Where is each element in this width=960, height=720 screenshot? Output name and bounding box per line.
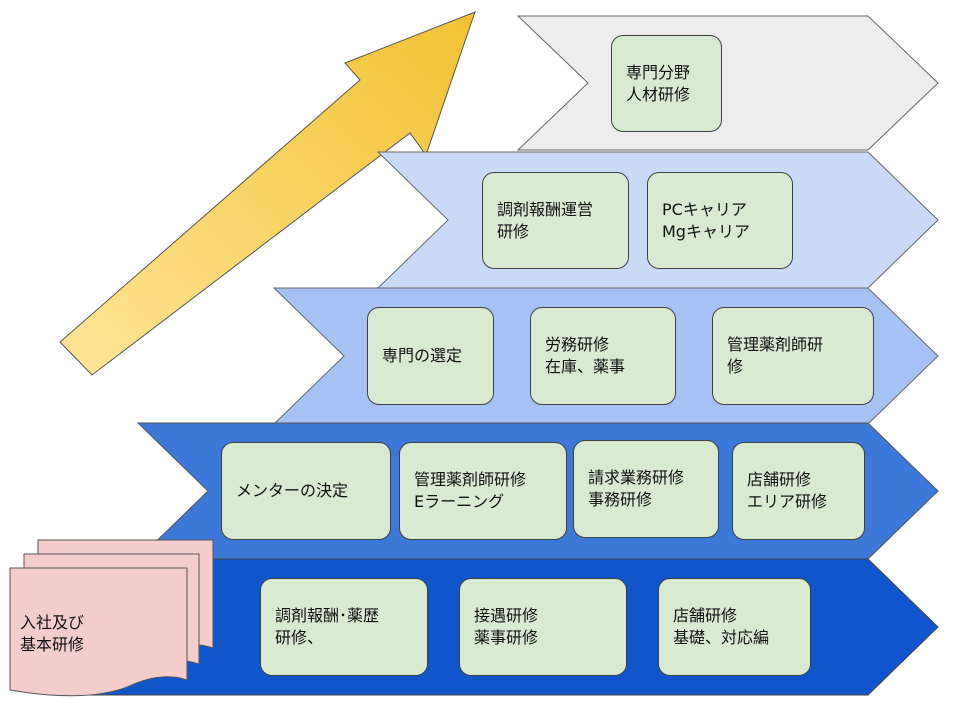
pharmacist-manager-training-box: 管理薬剤師研 修 xyxy=(712,307,874,405)
box-line2: 研修 xyxy=(497,221,530,241)
box-line1: 接遇研修 xyxy=(474,606,539,625)
career-path-box: PCキャリア Mgキャリア xyxy=(647,172,793,269)
box-line1: 調剤報酬運営 xyxy=(497,199,594,219)
growth-arrow-icon xyxy=(59,11,476,376)
documents-label-line1: 入社及び xyxy=(20,613,85,632)
store-area-training-box: 店舗研修 エリア研修 xyxy=(732,442,865,540)
documents-label: 入社及び 基本研修 xyxy=(20,612,84,656)
box-line1: 専門分野 xyxy=(626,62,691,82)
dispensing-history-training-box: 調剤報酬･薬歴 研修、 xyxy=(260,578,428,676)
stacked-documents-icon xyxy=(9,539,214,697)
specialty-selection-box: 専門の選定 xyxy=(367,307,494,405)
box-line1: 専門の選定 xyxy=(382,346,463,365)
box-line1: メンターの決定 xyxy=(236,481,349,500)
box-line2: 修 xyxy=(727,357,744,376)
box-line1: 店舗研修 xyxy=(673,606,738,625)
box-line1: 請求業務研修 xyxy=(588,468,685,487)
box-line1: 店舗研修 xyxy=(747,470,812,489)
box-line1: 調剤報酬･薬歴 xyxy=(275,606,380,625)
box-line2: 人材研修 xyxy=(626,84,691,104)
pharmacist-elearning-box: 管理薬剤師研修 Eラーニング xyxy=(399,442,567,540)
store-basics-training-box: 店舗研修 基礎、対応編 xyxy=(658,578,811,676)
box-line2: 在庫、薬事 xyxy=(545,357,626,376)
dispensing-fee-training-box: 調剤報酬運営 研修 xyxy=(482,172,629,269)
box-line1: PCキャリア xyxy=(662,199,747,219)
box-line1: 管理薬剤師研修 xyxy=(414,470,527,489)
box-line2: Mgキャリア xyxy=(662,221,750,241)
box-line1: 管理薬剤師研 xyxy=(727,335,824,354)
mentor-assignment-box: メンターの決定 xyxy=(221,442,391,540)
box-line2: 事務研修 xyxy=(588,490,653,509)
box-line2: エリア研修 xyxy=(747,492,828,511)
box-line1: 労務研修 xyxy=(545,335,610,354)
documents-label-line2: 基本研修 xyxy=(20,635,85,654)
customer-service-training-box: 接遇研修 薬事研修 xyxy=(459,578,627,676)
billing-training-box: 請求業務研修 事務研修 xyxy=(573,440,719,538)
box-line2: 基礎、対応編 xyxy=(673,628,770,647)
labor-training-box: 労務研修 在庫、薬事 xyxy=(530,307,676,405)
specialist-training-box: 専門分野 人材研修 xyxy=(611,35,722,132)
box-line2: 薬事研修 xyxy=(474,628,539,647)
box-line2: Eラーニング xyxy=(414,492,505,511)
tier-5-chevron xyxy=(516,15,939,151)
box-line2: 研修、 xyxy=(275,628,324,647)
